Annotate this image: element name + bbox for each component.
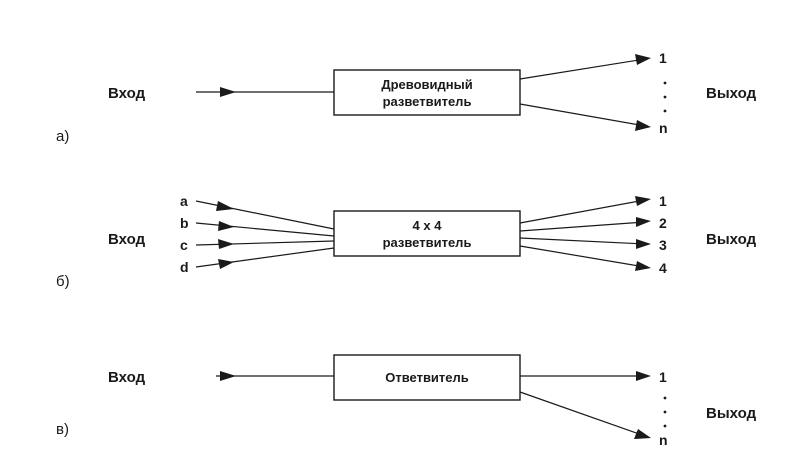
panel-b-port-2: 2 [659,215,667,231]
panel-a-marker: а) [56,128,69,145]
panel-b-output-line-3 [519,237,646,245]
panel-b-output-arrow-3 [636,239,651,249]
ellipsis-dot [663,95,667,99]
panel-b-input-arrow-d [218,259,234,269]
ellipsis-dot [663,109,667,113]
panel-b-output-arrow-4 [635,261,651,271]
panel-b-input-line-c [195,240,335,246]
panel-b-port-d: d [180,259,189,275]
panel-a-output-label: Выход [706,85,757,102]
panel-b-output-line-2 [519,221,646,232]
panel-a: Вход а) Древовидный разветвитель 1 n Вых… [56,50,757,145]
panel-a-input-arrow [220,87,236,97]
panel-b-input-arrow-c [218,239,234,249]
panel-c-output-line-n [519,391,646,437]
panel-a-output-arrow-n [635,120,651,131]
panel-a-box-line-2: разветвитель [383,94,472,109]
panel-a-port-n: n [659,120,668,136]
panel-b-input-arrow-a [216,201,234,211]
panel-b-input-label: Вход [108,231,146,248]
panel-c-coupler-box [333,354,521,401]
panel-b-output-line-1 [519,199,646,224]
panel-a-input-label: Вход [108,85,146,102]
ellipsis-dot [663,396,667,400]
panel-c-box-line-1: Ответвитель [385,370,469,385]
panel-b-port-3: 3 [659,237,667,253]
panel-c-output-arrow-n [634,429,651,439]
panel-a-box-line-1: Древовидный [381,77,472,92]
panel-c-output-label: Выход [706,405,757,422]
panel-b-splitter-box [333,210,521,257]
panel-b-box-line-2: разветвитель [383,235,472,250]
panel-b-output-arrow-2 [636,217,651,227]
panel-c-input-label: Вход [108,369,146,386]
ellipsis-dot [663,410,667,414]
panel-a-output-line-1 [519,58,646,80]
panel-b-output-line-4 [519,245,646,268]
panel-b-port-b: b [180,215,189,231]
panel-a-port-1: 1 [659,50,667,66]
panel-b-input-arrow-b [218,221,234,231]
panel-a-output-line-n [519,103,646,127]
panel-b-port-c: c [180,237,188,253]
panel-b-input-line-d [195,247,335,268]
panel-b-marker: б) [56,273,70,290]
ellipsis-dot [663,81,667,85]
panel-b-output-label: Выход [706,231,757,248]
panel-b: Вход б) a b c d 4 x 4 разветвитель 1 2 3… [56,193,757,290]
panel-a-output-arrow-1 [635,54,651,65]
panel-c-input-arrow [220,371,236,381]
panel-a-splitter-box [333,69,521,116]
panel-c-marker: в) [56,421,69,438]
panel-b-output-arrow-1 [635,196,651,206]
panel-b-port-1: 1 [659,193,667,209]
panel-b-box-line-1: 4 x 4 [413,218,443,233]
panel-c-port-n: n [659,432,668,448]
panel-c: Вход в) Ответвитель 1 n Выход [56,354,757,448]
ellipsis-dot [663,424,667,428]
panel-c-port-1: 1 [659,369,667,385]
panel-b-port-a: a [180,193,188,209]
panel-c-output-arrow-1 [636,371,651,381]
panel-b-port-4: 4 [659,260,667,276]
